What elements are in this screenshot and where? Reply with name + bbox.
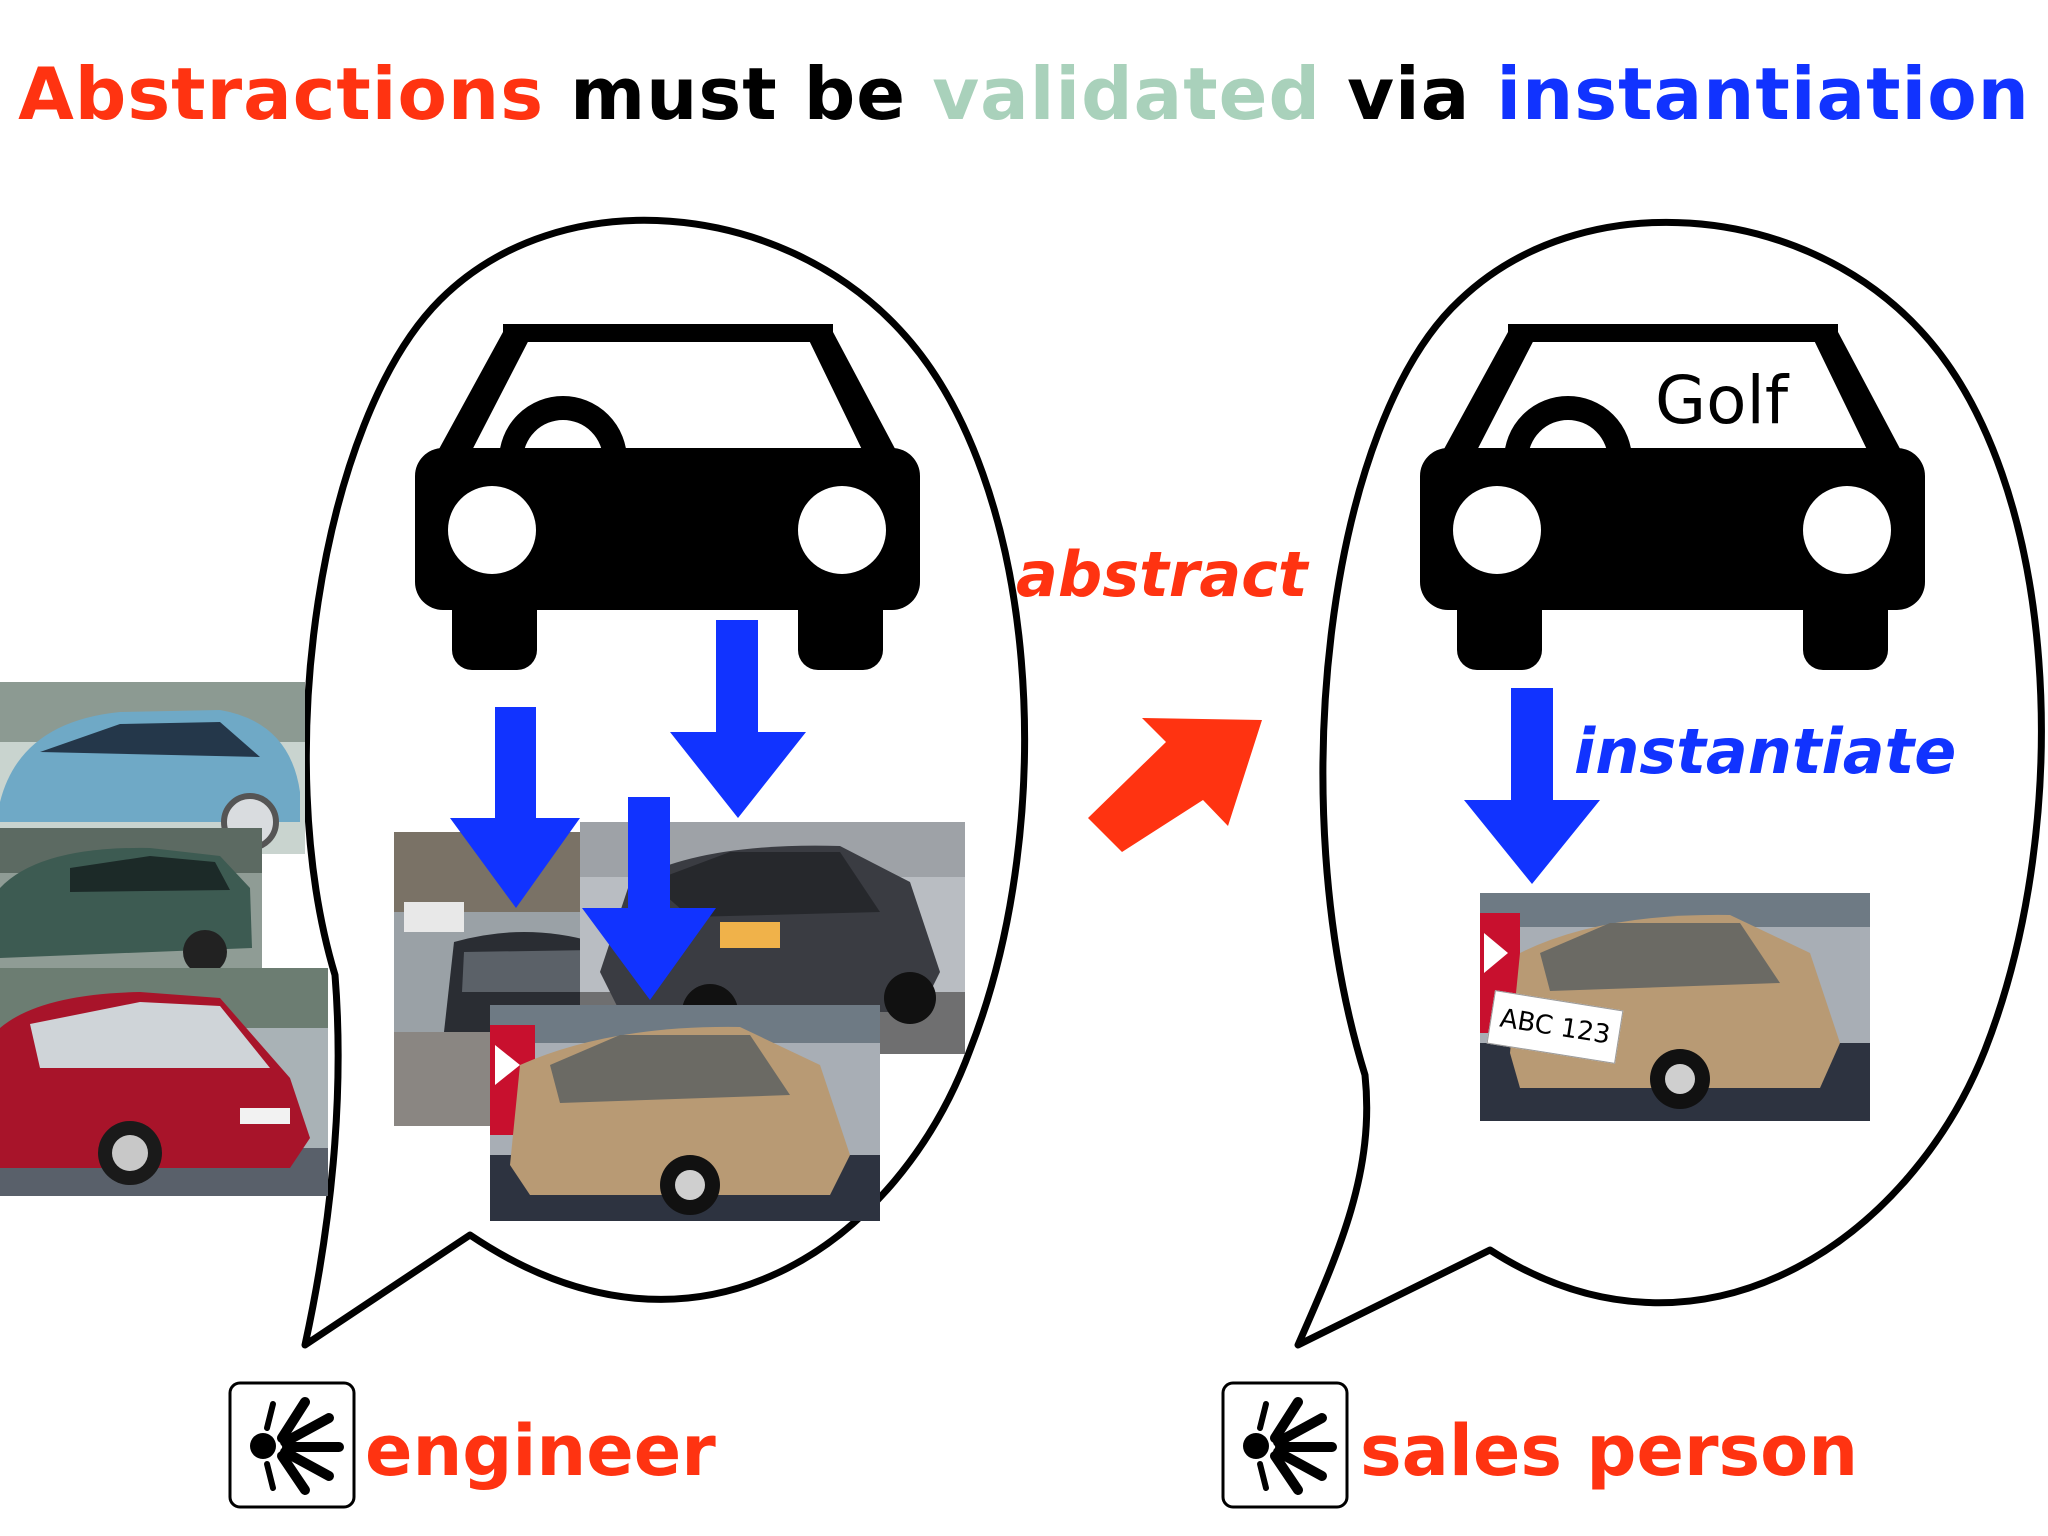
red-arrow-abstract: [1088, 718, 1262, 852]
car-abstraction-icon: [415, 324, 920, 670]
blue-arrow-down-1: [450, 707, 580, 908]
person-speaking-icon: [228, 1381, 356, 1509]
blue-arrow-down-3: [582, 797, 716, 1000]
slide-title: Abstractions must be validated via insta…: [0, 52, 2048, 136]
person-speaking-icon: [1221, 1381, 1349, 1509]
blue-arrow-down-2: [670, 620, 806, 818]
role-label-sales-person: sales person: [1360, 1410, 1859, 1492]
instantiate-label: instantiate: [1574, 715, 1957, 788]
photo-green-minivan: [0, 828, 262, 976]
title-words-must-be: must be: [570, 52, 907, 136]
blue-arrow-down-instance: [1464, 688, 1600, 884]
role-label-engineer: engineer: [365, 1410, 716, 1492]
title-word-instantiation: instantiation: [1496, 52, 2030, 136]
photo-beige-golf: [490, 1005, 880, 1221]
title-word-validated: validated: [932, 52, 1321, 136]
abstract-label: abstract: [1016, 538, 1308, 611]
golf-label: Golf: [1655, 362, 1789, 439]
title-word-abstractions: Abstractions: [18, 52, 545, 136]
photo-red-hatchback: [0, 968, 328, 1196]
car-golf-icon: [1420, 324, 1925, 670]
title-word-via: via: [1347, 52, 1471, 136]
